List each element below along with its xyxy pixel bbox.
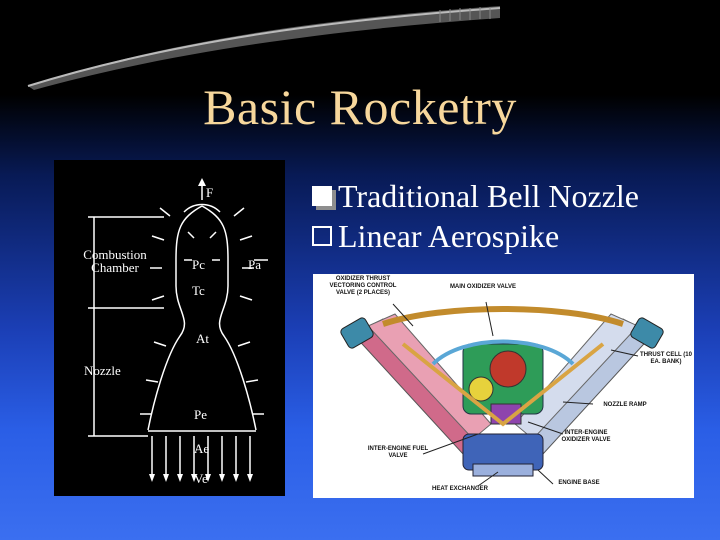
chamber-pressure-label: Pc — [192, 257, 205, 272]
exit-area-label: Ae — [194, 441, 210, 456]
bullet-text: Traditional Bell Nozzle — [338, 177, 639, 214]
bullet-item-aerospike: Linear Aerospike — [312, 216, 639, 256]
bullet-item-bell-nozzle: Traditional Bell Nozzle — [312, 176, 639, 216]
thrust-cell-label: THRUST CELL (10 EA. BANK) — [640, 352, 692, 365]
chamber-temperature-label: Tc — [192, 283, 205, 298]
ambient-pressure-label: Pa — [248, 257, 261, 272]
combustion-chamber-label: Combustion Chamber — [83, 247, 147, 275]
force-label: F — [206, 185, 214, 200]
nozzle-outline-drawing — [88, 178, 268, 482]
slide-title: Basic Rocketry — [203, 79, 517, 135]
oxidizer-tvc-valve-label: OXIDIZER THRUST VECTORING CONTROL VALVE … — [329, 276, 397, 296]
filled-square-bullet-icon — [312, 186, 336, 210]
bell-nozzle-diagram: F Combustion Chamber Pc Tc Pa At Nozzle … — [54, 160, 285, 496]
nozzle-ramp-label: NOZZLE RAMP — [603, 402, 647, 408]
bullet-text: Linear Aerospike — [338, 217, 560, 254]
hollow-square-bullet-icon — [312, 226, 332, 246]
heat-exchanger-label: HEAT EXCHANGER — [432, 486, 488, 492]
nozzle-label: Nozzle — [84, 363, 121, 378]
engine-drawing — [340, 301, 664, 487]
main-oxidizer-valve-label: MAIN OXIDIZER VALVE — [449, 284, 517, 290]
bullet-list: Traditional Bell Nozzle Linear Aerospike — [312, 176, 639, 256]
inter-engine-fuel-valve-label: INTER-ENGINE FUEL VALVE — [367, 446, 429, 459]
exit-pressure-label: Pe — [194, 407, 207, 422]
throat-area-label: At — [196, 331, 209, 346]
aerospike-engine-illustration: OXIDIZER THRUST VECTORING CONTROL VALVE … — [313, 274, 694, 498]
engine-base-label: ENGINE BASE — [558, 480, 600, 486]
title-swoosh-decoration — [27, 6, 501, 90]
exit-velocity-label: Ve — [194, 471, 208, 486]
inter-engine-oxidizer-valve-label: INTER-ENGINE OXIDIZER VALVE — [561, 430, 611, 443]
